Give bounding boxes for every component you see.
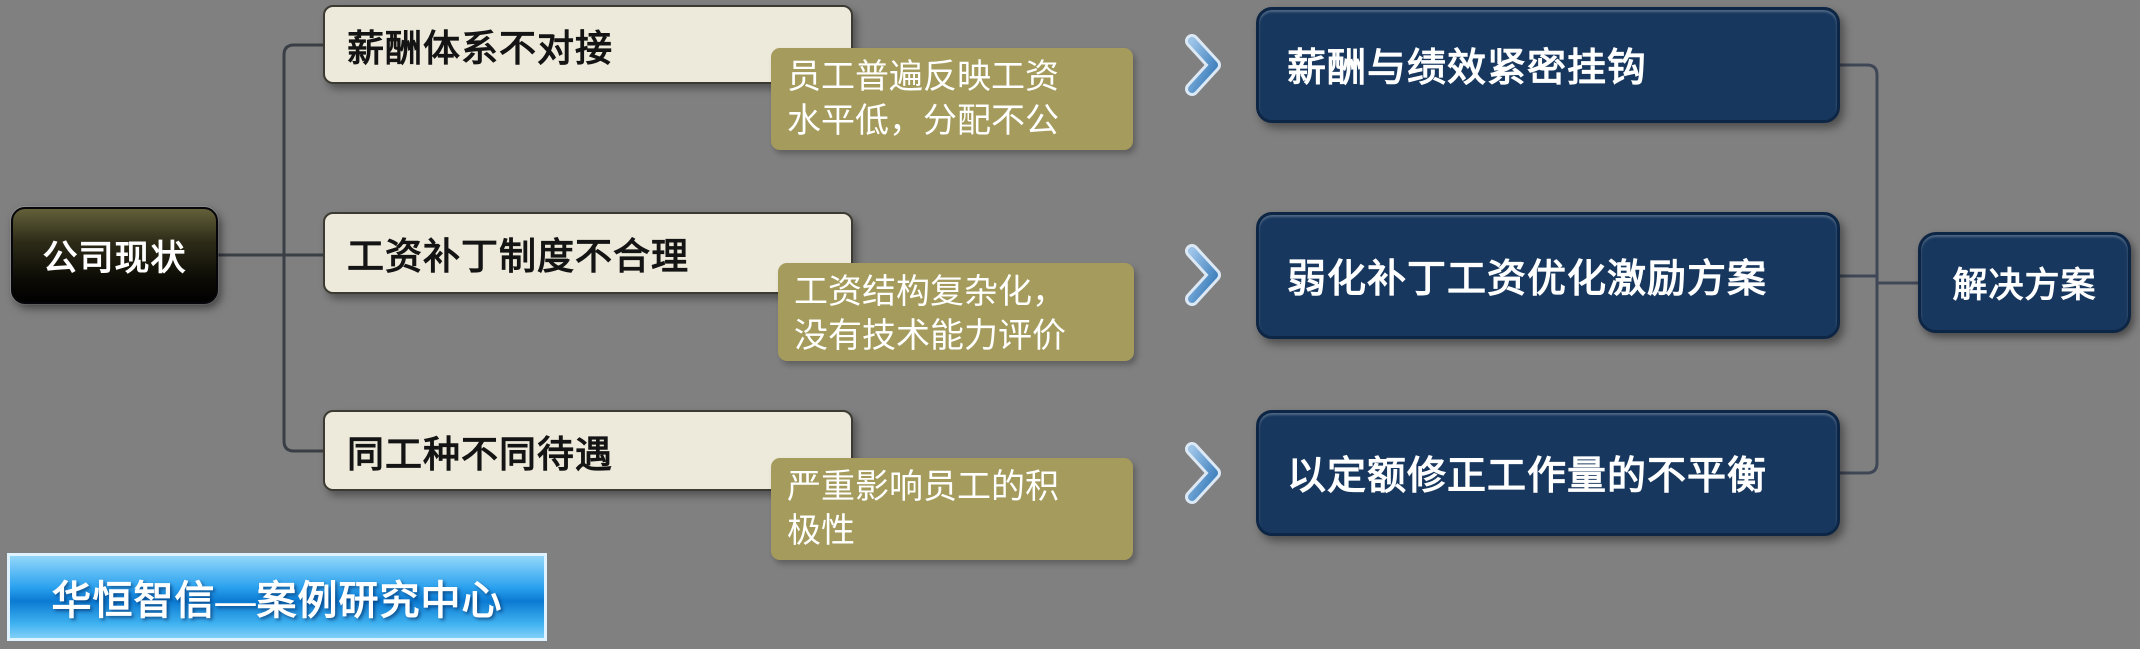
solution-label-2: 弱化补丁工资优化激励方案 [1287,257,1768,301]
problem-note-2-line-2: 没有技术能力评价 [794,317,1066,356]
problem-card-1: 薪酬体系不对接 [323,5,853,84]
problem-note-1: 员工普遍反映工资 水平低，分配不公 [771,48,1133,150]
solution-node-label: 解决方案 [1952,266,2097,305]
chevron-right-icon [1180,243,1228,307]
current-status-label: 公司现状 [42,239,187,278]
solution-label-1: 薪酬与绩效紧密挂钩 [1287,47,1648,90]
brand-badge: 华恒智信—案例研究中心 [7,553,547,641]
problem-title-2: 工资补丁制度不合理 [347,236,689,277]
problem-card-3: 同工种不同待遇 [323,410,853,491]
solution-label-3: 以定额修正工作量的不平衡 [1287,455,1768,498]
solution-node: 解决方案 [1918,232,2131,333]
solution-card-2: 弱化补丁工资优化激励方案 [1256,212,1840,339]
chevron-right-icon [1180,441,1228,505]
problem-title-3: 同工种不同待遇 [347,433,613,475]
problem-note-2-line-1: 工资结构复杂化， [794,273,1066,311]
chevron-right-icon [1180,33,1228,97]
brand-text: 华恒智信—案例研究中心 [51,578,503,623]
problem-note-2: 工资结构复杂化， 没有技术能力评价 [778,263,1134,361]
current-status-node: 公司现状 [11,207,218,304]
solution-card-3: 以定额修正工作量的不平衡 [1256,410,1840,536]
problem-note-3-line-2: 极性 [787,512,855,551]
problem-title-1: 薪酬体系不对接 [347,27,613,69]
problem-note-1-line-2: 水平低，分配不公 [787,102,1059,141]
problem-note-3: 严重影响员工的积 极性 [771,458,1133,560]
solution-card-1: 薪酬与绩效紧密挂钩 [1256,7,1840,123]
problem-note-3-line-1: 严重影响员工的积 [787,468,1059,506]
problem-card-2: 工资补丁制度不合理 [323,212,853,294]
problem-note-1-line-1: 员工普遍反映工资 [787,58,1059,96]
